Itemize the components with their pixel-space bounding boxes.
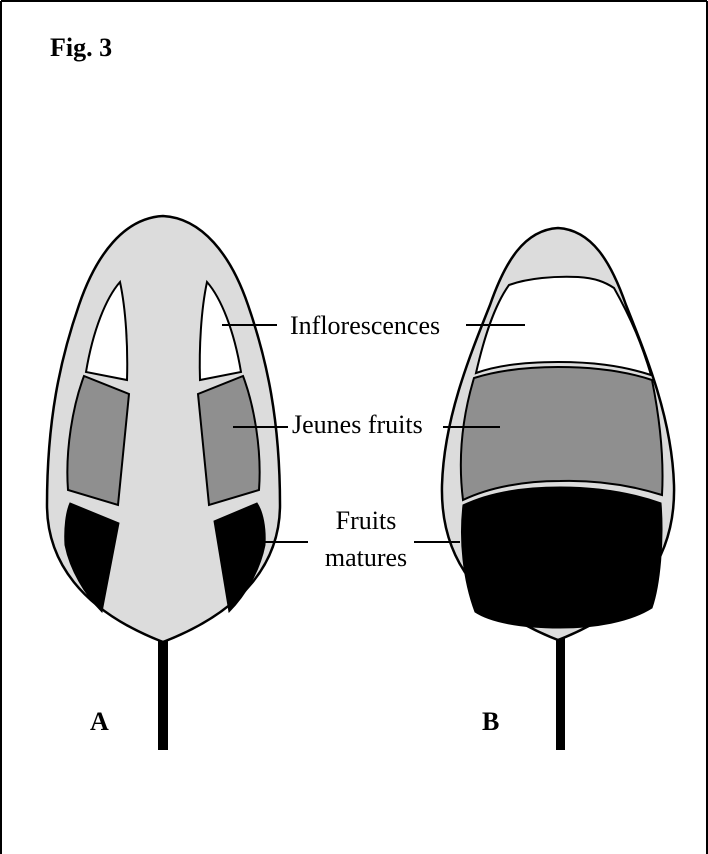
tree-b — [442, 228, 674, 750]
panel-letter-b: B — [482, 707, 499, 736]
mature-fruits-band-b — [462, 487, 662, 628]
label-mature-fruits-line1: Fruits — [336, 506, 397, 535]
label-inflorescences: Inflorescences — [290, 311, 440, 340]
figure-title: Fig. 3 — [50, 33, 112, 62]
label-young-fruits: Jeunes fruits — [292, 410, 423, 439]
panel-letter-a: A — [90, 707, 109, 736]
tree-a — [47, 216, 280, 750]
young-fruits-band-b — [461, 367, 663, 500]
label-mature-fruits-line2: matures — [325, 543, 407, 572]
trunk-a — [158, 638, 168, 750]
trunk-b — [556, 636, 565, 750]
